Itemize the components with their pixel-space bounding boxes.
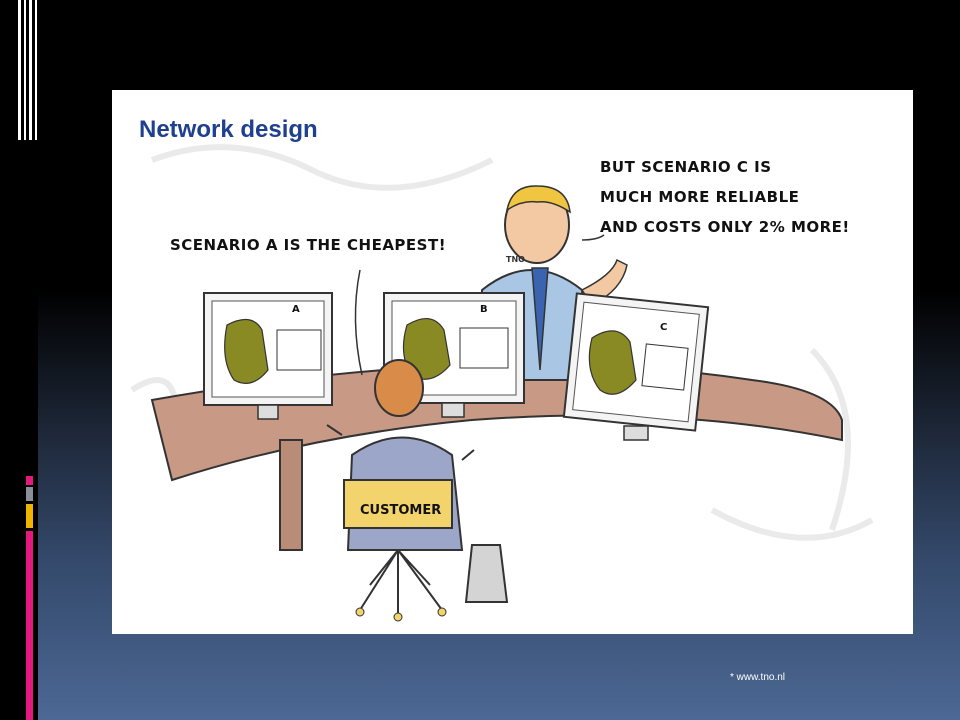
cartoon-drawing: TNO A B C: [130, 144, 874, 622]
speech-bubble-presenter: BUT SCENARIO C IS MUCH MORE RELIABLE AND…: [600, 152, 910, 242]
svg-text:B: B: [480, 304, 488, 315]
cup: [464, 544, 509, 603]
speech-line-3: AND COSTS ONLY 2% MORE!: [600, 218, 850, 236]
decorative-lines: [18, 0, 40, 140]
monitor-a: A: [203, 292, 333, 420]
monitor-c: C: [562, 292, 710, 441]
accent-bar-gold: [26, 504, 33, 528]
accent-bar-gray: [26, 487, 33, 501]
cartoon-image: TNO A B C: [112, 90, 913, 634]
slide-title: Network design: [139, 116, 318, 143]
svg-text:C: C: [660, 322, 667, 333]
speech-line-2: MUCH MORE RELIABLE: [600, 188, 800, 206]
customer-figure: CUSTOMER: [326, 359, 475, 622]
svg-text:A: A: [292, 304, 300, 315]
svg-text:TNO: TNO: [506, 255, 525, 264]
presenter-figure: TNO: [478, 185, 628, 381]
accent-bar-pink: [26, 476, 33, 485]
source-credit: * www.tno.nl: [730, 672, 786, 683]
accent-bar-pink-long: [26, 531, 33, 720]
speech-bubble-customer-side: SCENARIO A IS THE CHEAPEST!: [170, 236, 447, 254]
speech-line-1: BUT SCENARIO C IS: [600, 158, 772, 176]
svg-text:CUSTOMER: CUSTOMER: [360, 503, 441, 518]
